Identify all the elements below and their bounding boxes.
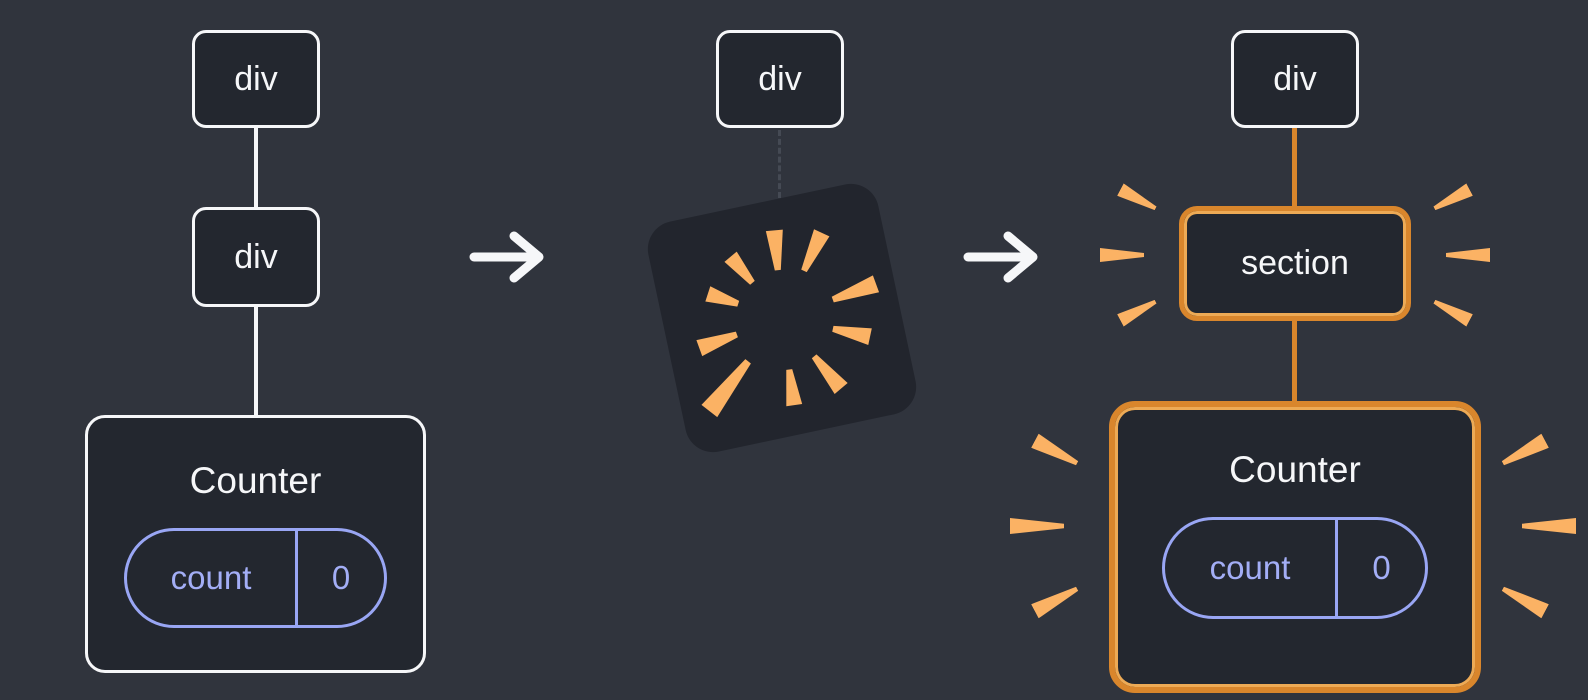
tree-node-div-child: div <box>192 207 320 307</box>
tree-node-section: section <box>1179 206 1411 321</box>
counter-component-node: Counter count 0 <box>1109 401 1481 693</box>
spark-icon <box>1031 434 1081 471</box>
spark-icon <box>1499 434 1549 471</box>
spark-icon <box>1431 183 1473 214</box>
tree-edge-section-component <box>1292 318 1297 406</box>
state-value: 0 <box>295 531 384 625</box>
counter-component-node: Counter count 0 <box>85 415 426 673</box>
poof-burst-icon <box>647 183 917 453</box>
arrow-right-icon <box>469 231 544 283</box>
node-label: div <box>758 59 802 98</box>
spark-icon <box>1499 582 1549 619</box>
component-title: Counter <box>1229 449 1361 490</box>
state-pill: count 0 <box>124 528 387 628</box>
node-label: div <box>1273 59 1317 98</box>
state-key: count <box>1209 549 1291 586</box>
spark-icon <box>1446 248 1490 262</box>
spark-icon <box>1431 295 1473 326</box>
tree-edge-root-section <box>1292 126 1297 210</box>
component-title: Counter <box>189 460 322 501</box>
spark-icon <box>1100 248 1144 262</box>
node-label: div <box>234 59 278 98</box>
tree-node-div-root: div <box>1231 30 1359 128</box>
tree-edge-child-component <box>254 303 258 418</box>
state-pill: count 0 <box>1162 517 1428 619</box>
spark-icon <box>1522 518 1576 534</box>
arrow-right-icon <box>963 231 1038 283</box>
node-label: section <box>1241 244 1349 282</box>
node-label: div <box>234 237 278 276</box>
tree-node-div-root: div <box>192 30 320 128</box>
spark-icon <box>1117 295 1159 326</box>
dashed-edge-deleted <box>778 130 781 198</box>
state-value: 0 <box>1335 520 1425 616</box>
tree-node-div-root: div <box>716 30 844 128</box>
spark-icon <box>1031 582 1081 619</box>
spark-icon <box>1117 183 1159 214</box>
spark-icon <box>1010 518 1064 534</box>
tree-edge-root-child <box>254 125 258 210</box>
state-key: count <box>170 559 252 596</box>
